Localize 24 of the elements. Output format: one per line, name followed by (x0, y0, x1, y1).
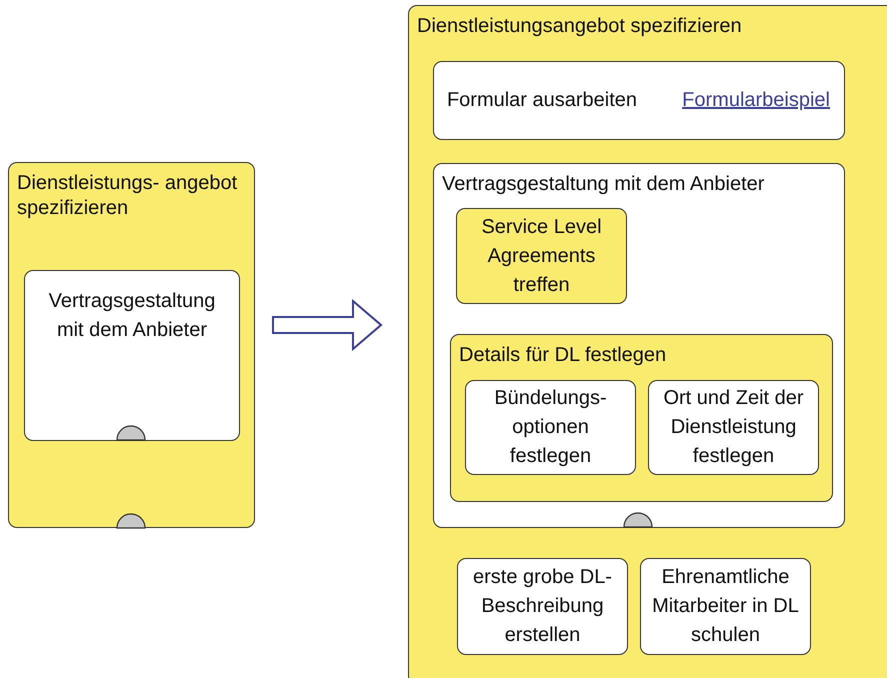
task-box (465, 380, 636, 475)
block-arrow (272, 298, 383, 352)
task-label: erste grobe DL- Beschreibung erstellen (472, 565, 613, 648)
task-box (457, 558, 628, 655)
task-box (24, 270, 240, 441)
box-title: Vertragsgestaltung mit dem Anbieter (442, 172, 766, 197)
box-title: Details für DL festlegen (459, 343, 668, 368)
task-label: Formular ausarbeiten (446, 88, 638, 113)
subprocess-box (450, 334, 833, 502)
box-title: Dienstleistungs- angebot spezifizieren (17, 171, 238, 221)
task-label: Service Level Agreements treffen (480, 214, 603, 298)
subprocess-box (408, 5, 887, 678)
task-box (640, 558, 811, 655)
task-label: Ehrenamtliche Mitarbeiter in DL schulen (651, 565, 800, 648)
example-link: Formularbeispiel (682, 89, 830, 112)
subprocess-box (433, 163, 845, 528)
task-label: Vertragsgestaltung mit dem Anbieter (48, 289, 216, 343)
box-title: Dienstleistungsangebot spezifizieren (417, 14, 743, 39)
task-box (433, 61, 845, 140)
task-label: Bündelungs- optionen festlegen (493, 386, 608, 469)
task-box (456, 208, 627, 304)
task-box (648, 380, 819, 475)
subprocess-box (8, 162, 255, 528)
task-label: Ort und Zeit der Dienstleistung festlegen (662, 386, 805, 469)
